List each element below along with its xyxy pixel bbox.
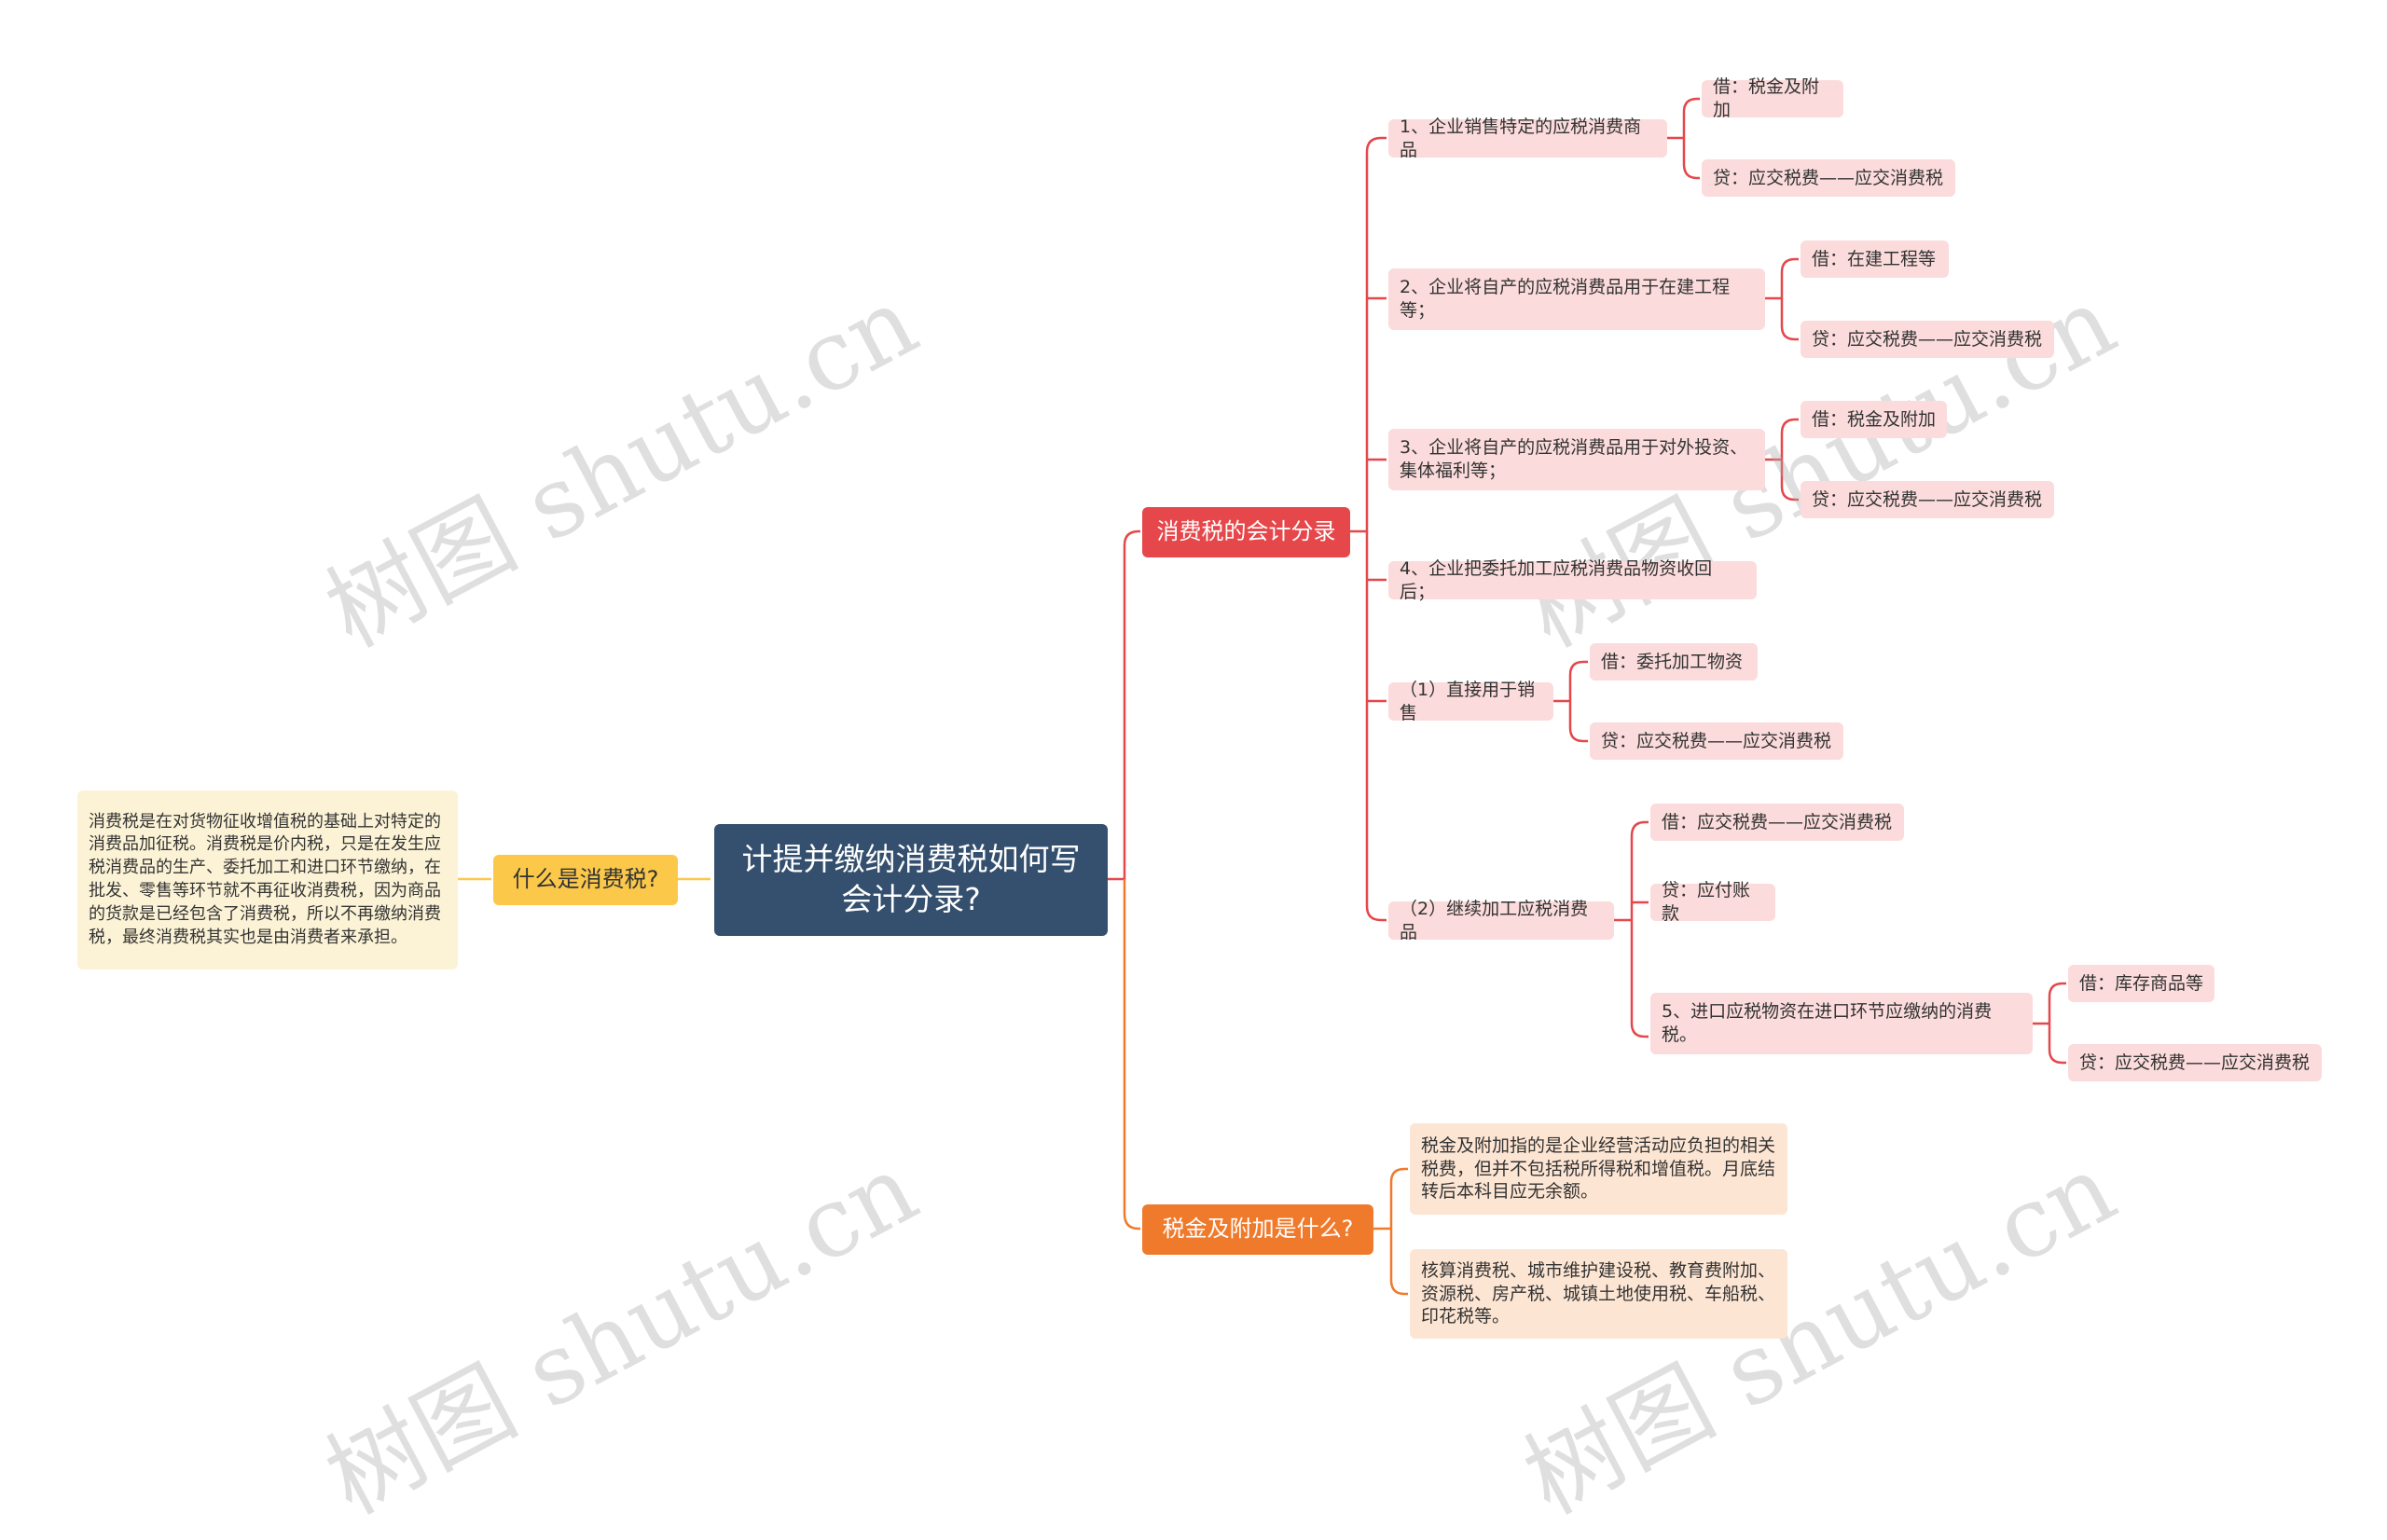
entry-item-2[interactable]: 2、企业将自产的应税消费品用于在建工程等； xyxy=(1388,268,1765,330)
entry-item-5-debit[interactable]: 借：库存商品等 xyxy=(2068,965,2215,1002)
entry-item-1-debit[interactable]: 借：税金及附加 xyxy=(1702,76,1843,120)
entry-item-1[interactable]: 1、企业销售特定的应税消费商品 xyxy=(1388,117,1667,160)
entry-item-4[interactable]: 4、企业把委托加工应税消费品物资收回后； xyxy=(1388,558,1757,602)
branch-what-is-consumption-tax[interactable]: 什么是消费税? xyxy=(493,855,678,905)
entry-item-4-direct-sale-credit[interactable]: 贷：应交税费——应交消费税 xyxy=(1590,722,1843,760)
entry-item-2-credit[interactable]: 贷：应交税费——应交消费税 xyxy=(1801,321,2054,358)
entry-item-3[interactable]: 3、企业将自产的应税消费品用于对外投资、集体福利等； xyxy=(1388,429,1765,490)
entry-item-4-further-processing-credit[interactable]: 贷：应付账款 xyxy=(1650,880,1775,924)
entry-item-2-debit[interactable]: 借：在建工程等 xyxy=(1801,241,1949,278)
entry-item-1-credit[interactable]: 贷：应交税费——应交消费税 xyxy=(1702,159,1955,197)
surcharge-scope[interactable]: 核算消费税、城市维护建设税、教育费附加、资源税、房产税、城镇土地使用税、车船税、… xyxy=(1410,1249,1787,1339)
surcharge-definition[interactable]: 税金及附加指的是企业经营活动应负担的相关税费，但并不包括税所得税和增值税。月底结… xyxy=(1410,1123,1787,1215)
connector-lines xyxy=(458,97,2066,1296)
branch-what-is-tax-surcharge[interactable]: 税金及附加是什么? xyxy=(1142,1204,1373,1255)
definition-text[interactable]: 消费税是在对货物征收增值税的基础上对特定的消费品加征税。消费税是价内税，只是在发… xyxy=(77,791,458,969)
entry-item-4-direct-sale[interactable]: （1）直接用于销售 xyxy=(1388,680,1553,723)
branch-accounting-entries[interactable]: 消费税的会计分录 xyxy=(1142,507,1350,557)
entry-item-3-credit[interactable]: 贷：应交税费——应交消费税 xyxy=(1801,481,2054,518)
entry-item-5-credit[interactable]: 贷：应交税费——应交消费税 xyxy=(2068,1044,2322,1081)
entry-item-5[interactable]: 5、进口应税物资在进口环节应缴纳的消费税。 xyxy=(1650,993,2033,1054)
entry-item-4-further-processing-debit[interactable]: 借：应交税费——应交消费税 xyxy=(1650,804,1904,841)
entry-item-4-further-processing[interactable]: （2）继续加工应税消费品 xyxy=(1388,899,1614,942)
root-topic[interactable]: 计提并缴纳消费税如何写会计分录? xyxy=(714,824,1108,936)
entry-item-4-direct-sale-debit[interactable]: 借：委托加工物资 xyxy=(1590,643,1758,681)
entry-item-3-debit[interactable]: 借：税金及附加 xyxy=(1801,401,1947,438)
